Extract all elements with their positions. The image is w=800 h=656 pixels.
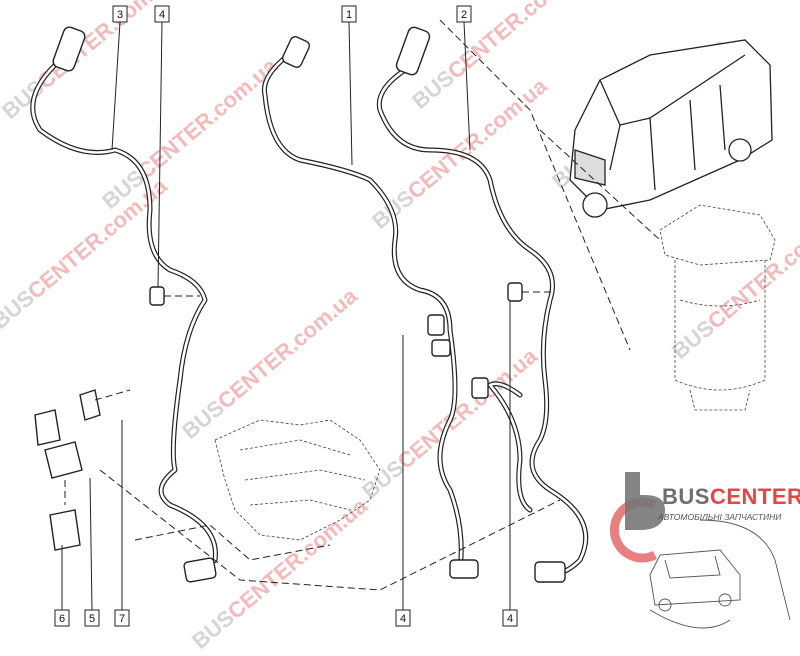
injection-pump-outline [214,419,381,541]
svg-text:2: 2 [461,9,467,21]
label-7: 7 [114,609,130,627]
label-1: 1 [341,5,357,23]
label-4-bottom-right: 4 [502,609,518,627]
svg-text:7: 7 [119,613,125,625]
svg-text:BUSCENTER.com.ua: BUSCENTER.com.ua [177,283,362,444]
label-5: 5 [84,609,100,627]
van-leader-line [439,19,661,351]
logo-subtitle: АВТОМОБІЛЬНІ ЗАПЧАСТИНИ [658,512,782,522]
svg-text:BUSCENTER.com.ua: BUSCENTER.com.ua [407,0,592,114]
clips-4 [149,282,555,336]
svg-text:4: 4 [400,613,406,625]
svg-text:6: 6 [59,613,65,625]
van-illustration [569,39,773,218]
small-parts [34,389,561,591]
svg-text:3: 3 [117,9,123,21]
logo-van-sketch [649,519,791,629]
leader-lines [61,21,511,611]
label-2: 2 [456,5,472,23]
cable-2 [376,26,589,583]
svg-text:4: 4 [507,613,513,625]
label-4-bottom-left: 4 [395,609,411,627]
buscenter-logo: BUSCENTER АВТОМОБІЛЬНІ ЗАПЧАСТИНИ [600,470,800,550]
fuel-filter-outline [659,204,776,411]
svg-text:BUSCENTER.com.ua: BUSCENTER.com.ua [667,203,800,364]
svg-text:5: 5 [89,613,95,625]
cable-1 [261,36,479,579]
svg-text:1: 1 [346,9,352,21]
logo-title: BUSCENTER [662,484,800,509]
buscenter-logo-mark [609,472,665,563]
label-6: 6 [54,609,70,627]
svg-text:BUSCENTER.com.ua: BUSCENTER.com.ua [0,173,172,334]
cable-3 [30,26,218,583]
svg-text:4: 4 [159,9,165,21]
label-4-top: 4 [154,5,170,23]
svg-text:BUSCENTER.com.ua: BUSCENTER.com.ua [97,53,282,214]
label-3: 3 [112,5,128,23]
